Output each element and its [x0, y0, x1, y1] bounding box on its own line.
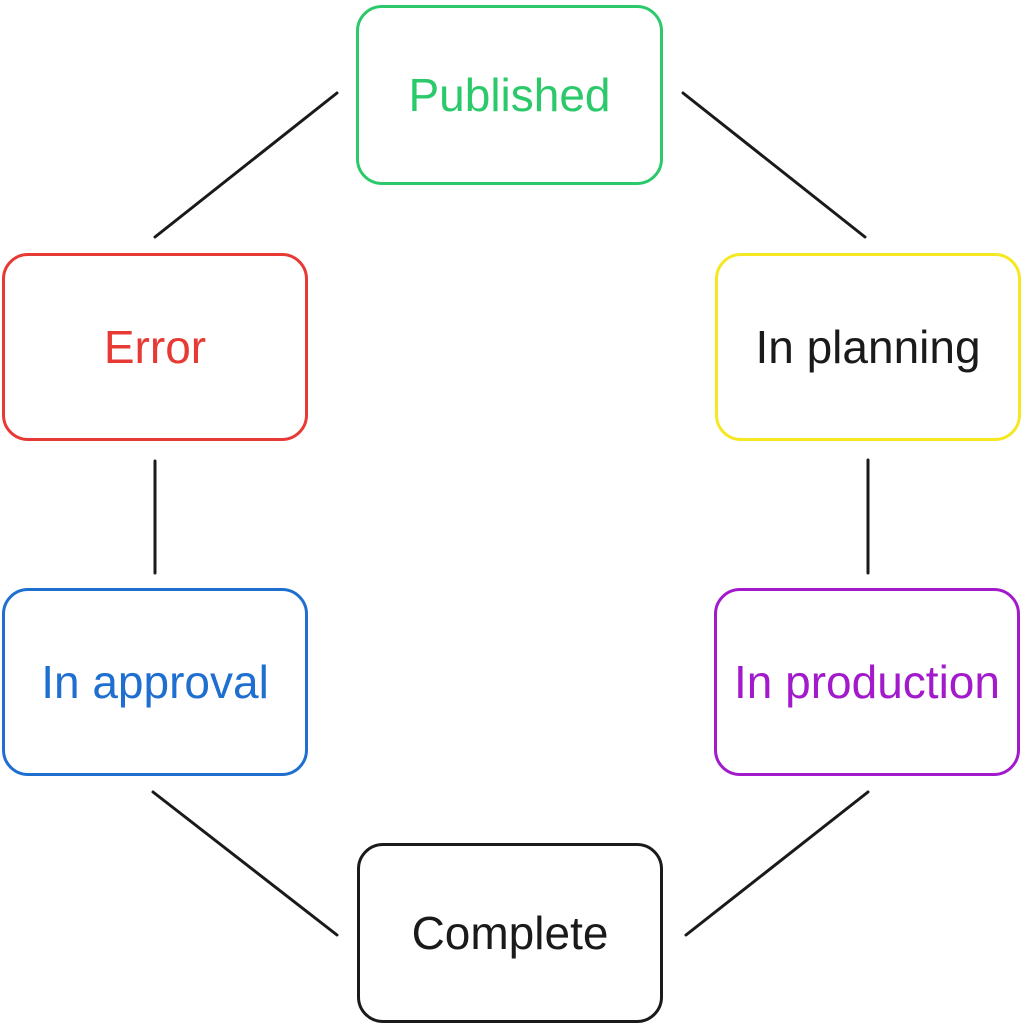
node-published: Published	[356, 5, 663, 185]
edge-published-in-planning	[681, 91, 867, 239]
node-label-published: Published	[408, 69, 611, 121]
node-complete: Complete	[357, 843, 663, 1023]
node-label-in-production: In production	[734, 656, 1000, 708]
node-label-in-planning: In planning	[755, 321, 981, 373]
edge-published-error	[153, 91, 339, 239]
edge-in-approval-complete	[151, 790, 339, 937]
node-error: Error	[2, 253, 308, 441]
node-in-production: In production	[714, 588, 1020, 776]
edge-in-production-complete	[684, 790, 870, 937]
node-in-approval: In approval	[2, 588, 308, 776]
node-label-error: Error	[103, 321, 207, 373]
node-in-planning: In planning	[715, 253, 1021, 441]
node-label-complete: Complete	[411, 907, 609, 959]
node-label-in-approval: In approval	[41, 656, 269, 708]
